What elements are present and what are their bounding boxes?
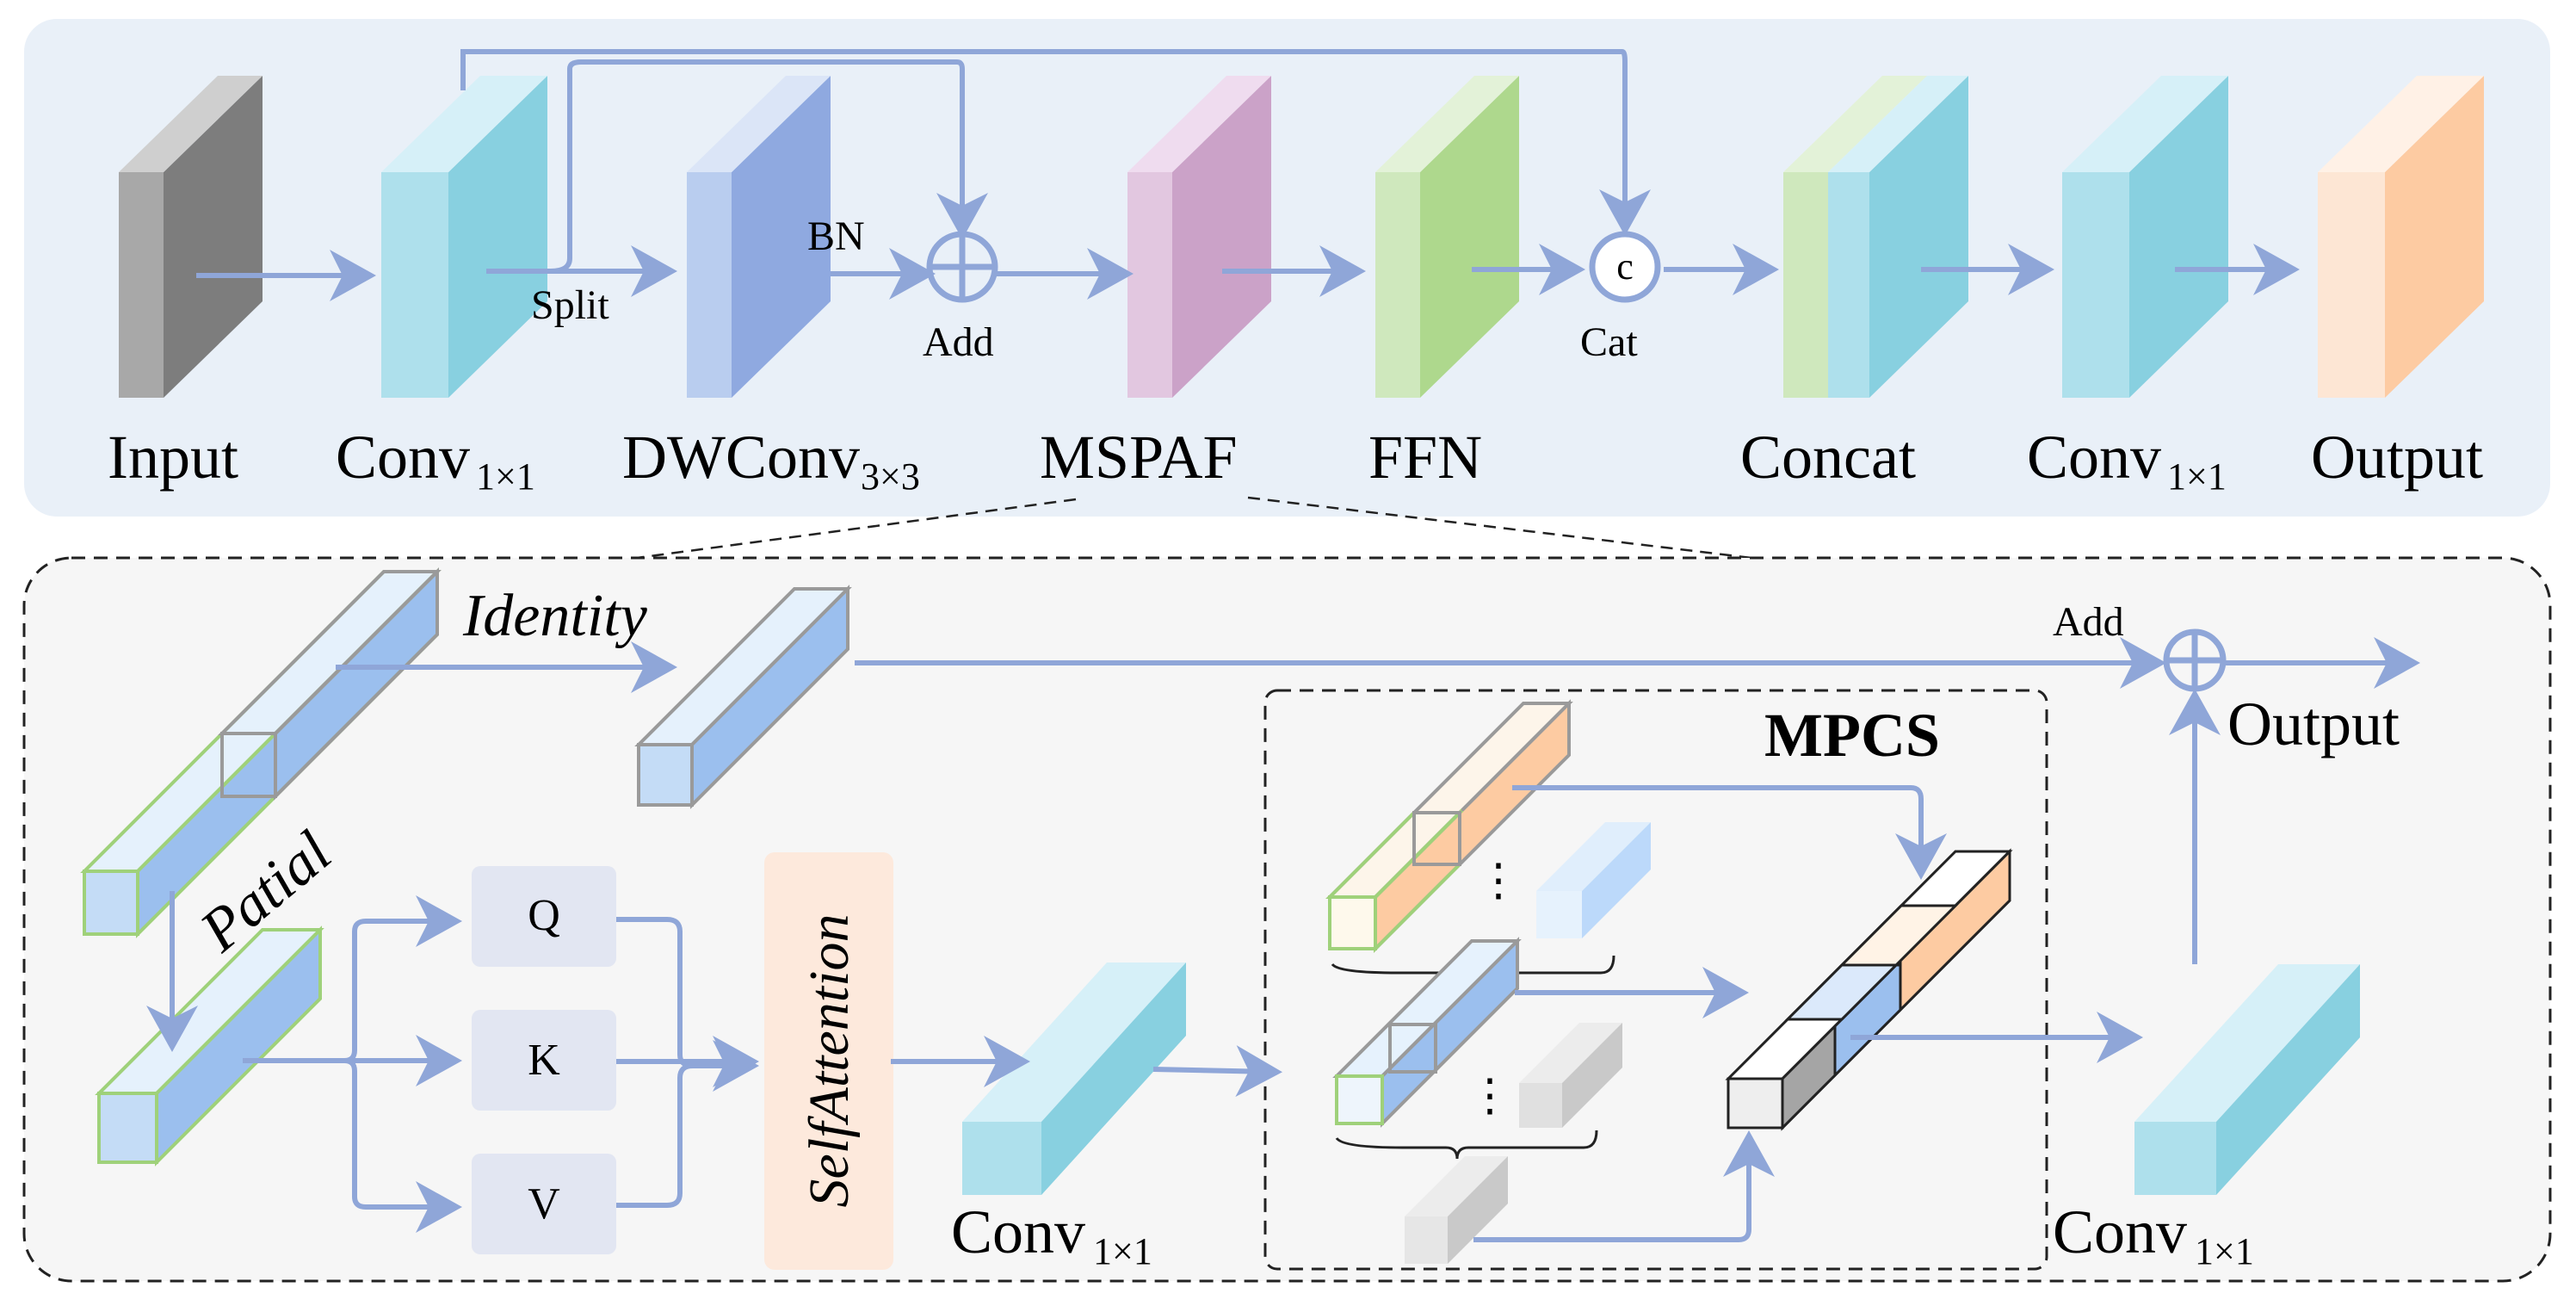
mpcs-upper-bar bbox=[1325, 699, 1573, 953]
label-output-top: Output bbox=[2311, 423, 2483, 492]
q-label: Q bbox=[528, 891, 560, 940]
patial-lower-bar bbox=[95, 925, 324, 1167]
add-label-top: Add bbox=[923, 319, 994, 365]
label-concat: Concat bbox=[1740, 423, 1916, 492]
zoom-line-right bbox=[1247, 496, 1752, 560]
brace-2 bbox=[1335, 1130, 1598, 1160]
self-attention-box bbox=[764, 852, 893, 1270]
top-arrows bbox=[196, 49, 2300, 301]
label-conv2: Conv bbox=[2027, 423, 2161, 492]
q-box bbox=[472, 866, 616, 967]
mpcs-box bbox=[1263, 689, 2048, 1271]
add-operator-top bbox=[926, 231, 998, 303]
label-conv1: Conv bbox=[336, 423, 470, 492]
identity-bar bbox=[634, 585, 852, 809]
mpcs-small-gray bbox=[1519, 1023, 1622, 1128]
mpcs-label: MPCS bbox=[1764, 701, 1940, 770]
dwconv-block bbox=[687, 76, 831, 398]
label-dwconv-sub: 3×3 bbox=[861, 455, 920, 498]
label-mspaf: MSPAF bbox=[1040, 423, 1238, 492]
k-box bbox=[472, 1010, 616, 1111]
identity-label: Identity bbox=[462, 583, 648, 649]
cat-label: Cat bbox=[1580, 319, 1638, 365]
conv1-block bbox=[381, 76, 547, 398]
cat-symbol: c bbox=[1616, 245, 1634, 288]
conv-a-sub: 1×1 bbox=[1093, 1230, 1152, 1272]
conv-b-label: Conv bbox=[2053, 1198, 2187, 1266]
v-box bbox=[472, 1154, 616, 1254]
mpcs-bottom-gray bbox=[1405, 1156, 1508, 1264]
label-ffn: FFN bbox=[1368, 423, 1482, 492]
input-block bbox=[119, 76, 263, 398]
k-label: K bbox=[528, 1036, 560, 1085]
mpcs-middle-bar bbox=[1332, 937, 1522, 1128]
concat-block bbox=[1783, 76, 1968, 398]
cat-operator: c bbox=[1589, 231, 1661, 303]
split-label: Split bbox=[531, 282, 609, 328]
mpcs-small-blue bbox=[1536, 822, 1651, 938]
bottom-arrows bbox=[146, 637, 2420, 1242]
v-label: V bbox=[528, 1179, 560, 1229]
bn-label: BN bbox=[807, 214, 865, 259]
label-conv2-sub: 1×1 bbox=[2167, 455, 2227, 498]
output-label-bottom: Output bbox=[2227, 690, 2400, 758]
ffn-block bbox=[1375, 76, 1519, 398]
add-operator-bottom bbox=[2163, 628, 2227, 692]
mspaf-block bbox=[1127, 76, 1271, 398]
self-attention-label: SelfAttention bbox=[798, 914, 861, 1208]
label-input: Input bbox=[108, 423, 238, 492]
label-conv1-sub: 1×1 bbox=[476, 455, 535, 498]
output-block bbox=[2318, 76, 2484, 398]
mpcs-dots-2: ⋮ bbox=[1467, 1072, 1512, 1121]
mpcs-dots-1: ⋮ bbox=[1476, 857, 1521, 906]
label-dwconv: DWConv bbox=[622, 423, 860, 492]
conv-b-sub: 1×1 bbox=[2195, 1230, 2254, 1272]
zoom-line-left bbox=[636, 498, 1077, 560]
conv2-block bbox=[2062, 76, 2228, 398]
conv-b-block bbox=[2134, 964, 2360, 1195]
patial-gray-section bbox=[218, 567, 442, 801]
conv-a-label: Conv bbox=[951, 1198, 1085, 1266]
mpcs-output-bar bbox=[1725, 848, 2013, 1131]
add-label-bottom: Add bbox=[2053, 599, 2124, 645]
